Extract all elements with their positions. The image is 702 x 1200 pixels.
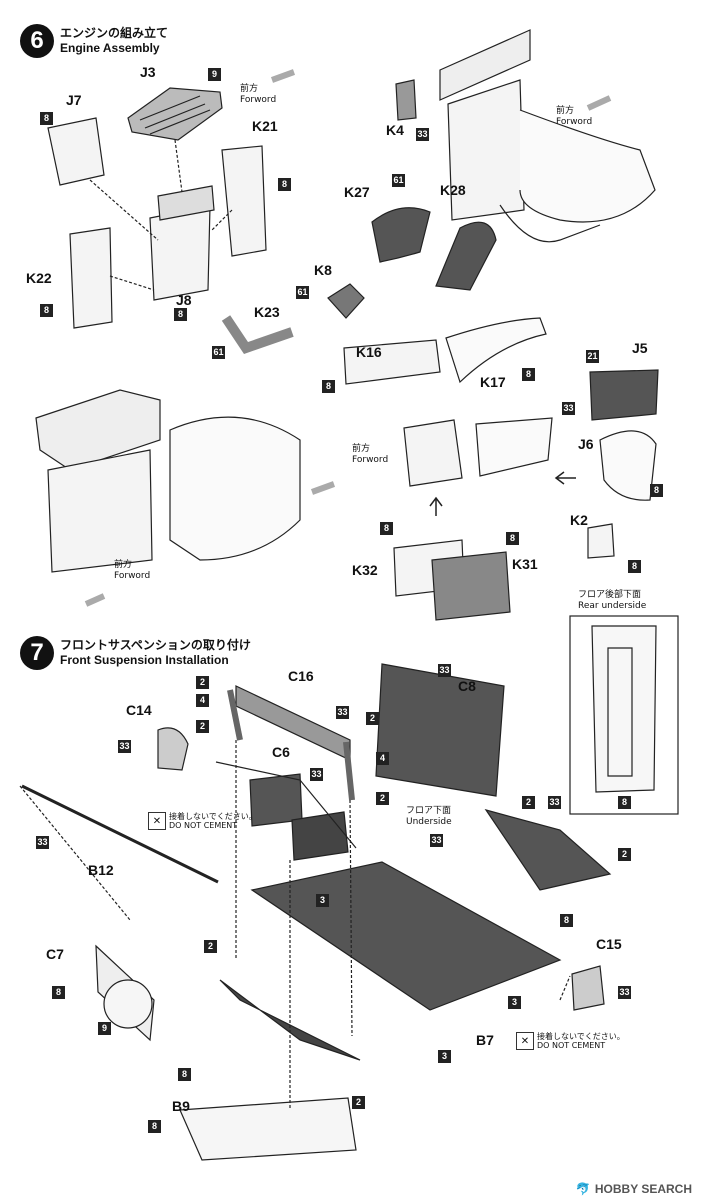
label-k4: K4 <box>386 122 404 138</box>
step-6-title-jp: エンジンの組み立て <box>60 26 169 40</box>
label-j6: J6 <box>578 436 594 452</box>
label-c16: C16 <box>288 668 314 684</box>
label-c8: C8 <box>458 678 476 694</box>
color-tag: 8 <box>52 986 65 999</box>
color-tag: 33 <box>310 768 323 781</box>
dolphin-logo-icon: 🐬 <box>575 1182 591 1196</box>
color-tag: 8 <box>174 308 187 321</box>
color-tag: 8 <box>522 368 535 381</box>
color-tag: 8 <box>178 1068 191 1081</box>
color-tag: 33 <box>548 796 561 809</box>
label-k2: K2 <box>570 512 588 528</box>
no-cement-note-2: ✕ 接着しないでください。DO NOT CEMENT <box>516 1032 625 1050</box>
color-tag: 8 <box>628 560 641 573</box>
color-tag: 2 <box>196 676 209 689</box>
label-j3: J3 <box>140 64 156 80</box>
color-tag: 33 <box>438 664 451 677</box>
color-tag: 8 <box>40 304 53 317</box>
color-tag: 2 <box>376 792 389 805</box>
color-tag: 33 <box>336 706 349 719</box>
step-6-number: 6 <box>20 24 54 58</box>
color-tag: 3 <box>438 1050 451 1063</box>
color-tag: 61 <box>392 174 405 187</box>
label-b7: B7 <box>476 1032 494 1048</box>
color-tag: 4 <box>196 694 209 707</box>
label-k27: K27 <box>344 184 370 200</box>
color-tag: 9 <box>208 68 221 81</box>
color-tag: 3 <box>316 894 329 907</box>
label-c15: C15 <box>596 936 622 952</box>
color-tag: 2 <box>522 796 535 809</box>
label-k17: K17 <box>480 374 506 390</box>
color-tag: 33 <box>430 834 443 847</box>
step-6-title-en: Engine Assembly <box>60 41 160 55</box>
label-k16: K16 <box>356 344 382 360</box>
color-tag: 33 <box>618 986 631 999</box>
color-tag: 8 <box>380 522 393 535</box>
color-tag: 2 <box>204 940 217 953</box>
step-7-title-en: Front Suspension Installation <box>60 653 229 667</box>
no-glue-icon: ✕ <box>516 1032 534 1050</box>
label-k23: K23 <box>254 304 280 320</box>
color-tag: 4 <box>376 752 389 765</box>
label-b9: B9 <box>172 1098 190 1114</box>
color-tag: 21 <box>586 350 599 363</box>
label-k32: K32 <box>352 562 378 578</box>
color-tag: 2 <box>196 720 209 733</box>
watermark-text: HOBBY SEARCH <box>594 1182 692 1196</box>
step-6-header: 6 エンジンの組み立て Engine Assembly <box>20 24 168 58</box>
no-glue-icon: ✕ <box>148 812 166 830</box>
color-tag: 8 <box>148 1120 161 1133</box>
color-tag: 8 <box>322 380 335 393</box>
color-tag: 2 <box>366 712 379 725</box>
label-k28: K28 <box>440 182 466 198</box>
color-tag: 9 <box>98 1022 111 1035</box>
color-tag: 8 <box>278 178 291 191</box>
color-tag: 3 <box>508 996 521 1009</box>
label-b12: B12 <box>88 862 114 878</box>
label-k22: K22 <box>26 270 52 286</box>
color-tag: 33 <box>118 740 131 753</box>
label-k31: K31 <box>512 556 538 572</box>
watermark: 🐬 HOBBY SEARCH <box>576 1182 692 1196</box>
color-tag: 8 <box>506 532 519 545</box>
color-tag: 61 <box>296 286 309 299</box>
label-j5: J5 <box>632 340 648 356</box>
color-tag: 8 <box>618 796 631 809</box>
color-tag: 33 <box>36 836 49 849</box>
label-k8: K8 <box>314 262 332 278</box>
label-c7: C7 <box>46 946 64 962</box>
color-tag: 33 <box>562 402 575 415</box>
label-c6: C6 <box>272 744 290 760</box>
step-7-header: 7 フロントサスペンションの取り付け Front Suspension Inst… <box>20 636 251 670</box>
color-tag: 2 <box>618 848 631 861</box>
step-7-title-jp: フロントサスペンションの取り付け <box>60 638 251 652</box>
color-tag: 8 <box>40 112 53 125</box>
color-tag: 33 <box>416 128 429 141</box>
step-7-number: 7 <box>20 636 54 670</box>
label-c14: C14 <box>126 702 152 718</box>
label-j8: J8 <box>176 292 192 308</box>
color-tag: 8 <box>650 484 663 497</box>
color-tag: 61 <box>212 346 225 359</box>
color-tag: 2 <box>352 1096 365 1109</box>
label-j7: J7 <box>66 92 82 108</box>
label-k21: K21 <box>252 118 278 134</box>
part-j3-shape <box>127 87 223 141</box>
no-cement-note-1: ✕ 接着しないでください。DO NOT CEMENT <box>148 812 257 830</box>
color-tag: 8 <box>560 914 573 927</box>
